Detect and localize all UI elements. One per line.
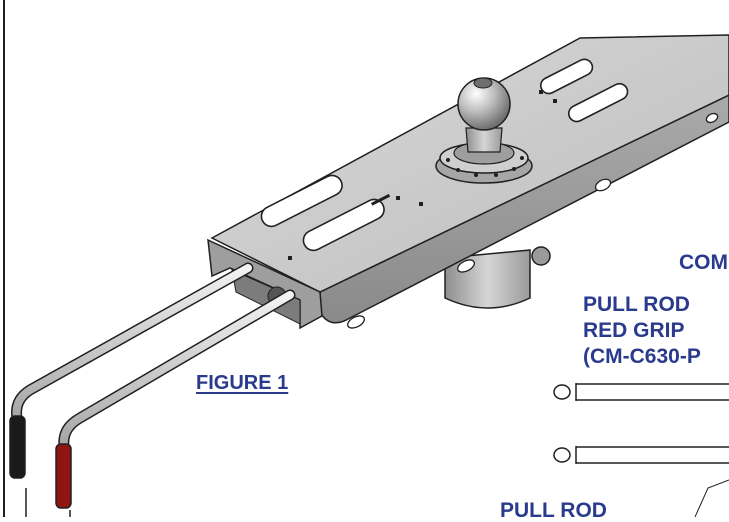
callout-pull-rod-line3: (CM-C630-P: [583, 345, 701, 368]
callout-pull-rod-line1: PULL ROD: [583, 293, 690, 316]
plate-top-slots: [260, 58, 629, 252]
pull-rod-part-icon: [553, 383, 729, 464]
figure-caption: FIGURE 1: [196, 372, 289, 394]
side-pin: [531, 246, 551, 266]
plate-holes: [288, 90, 557, 260]
flange-slots: [347, 112, 719, 329]
callout-pull-rod-line2: RED GRIP: [583, 319, 685, 342]
red-grip: [55, 443, 72, 509]
callout-com: COM: [679, 251, 728, 274]
black-grip: [9, 415, 26, 479]
callout-pull-rod-bottom: PULL ROD: [500, 499, 607, 522]
pull-rods: [11, 262, 296, 452]
leader-line: [694, 479, 729, 518]
hitch-ball-icon: [435, 77, 533, 184]
